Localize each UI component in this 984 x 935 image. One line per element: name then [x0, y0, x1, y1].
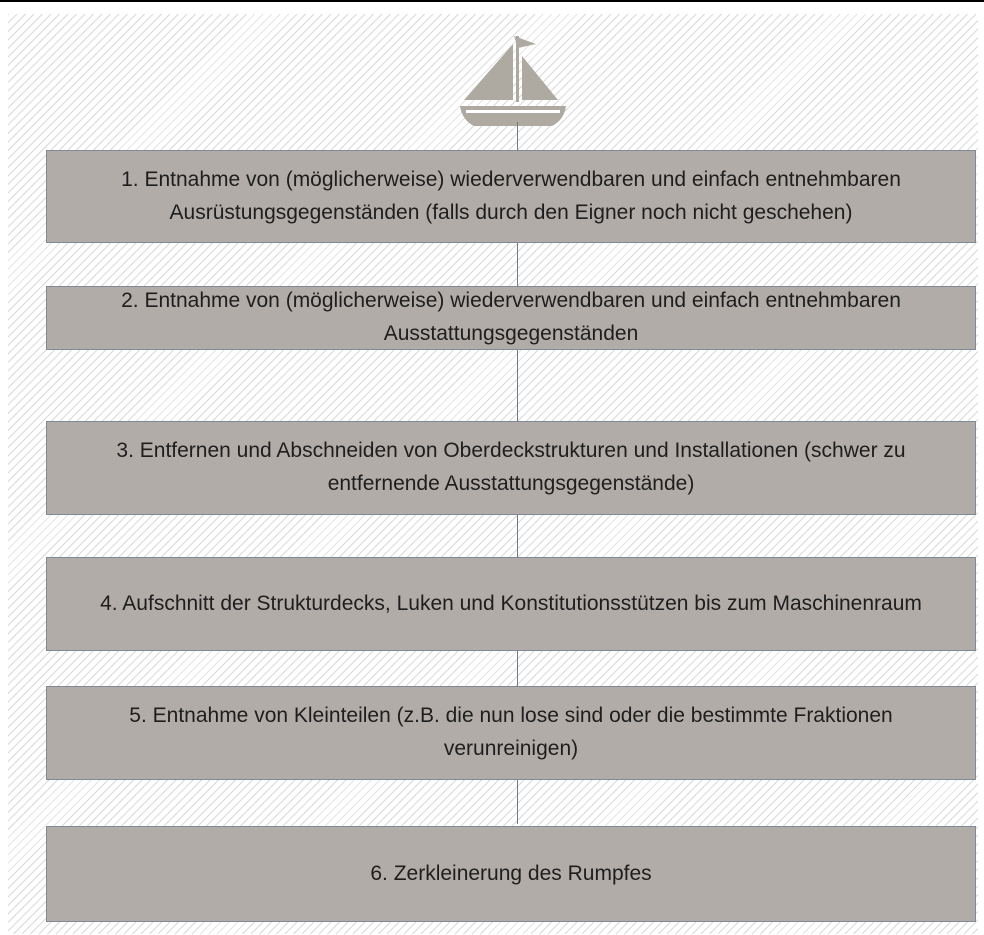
connector-3	[517, 515, 518, 557]
step-1-label: 1. Entnahme von (möglicherweise) wiederv…	[121, 167, 901, 224]
flowchart-canvas: 1. Entnahme von (möglicherweise) wiederv…	[8, 14, 978, 934]
step-6-label: 6. Zerkleinerung des Rumpfes	[370, 861, 652, 885]
step-2-label: 2. Entnahme von (möglicherweise) wiederv…	[121, 289, 901, 345]
step-4: 4. Aufschnitt der Strukturdecks, Luken u…	[46, 557, 976, 651]
top-rule	[0, 0, 984, 2]
step-3: 3. Entfernen und Abschneiden von Oberdec…	[46, 421, 976, 515]
connector-1	[517, 243, 518, 286]
step-3-label: 3. Entfernen und Abschneiden von Oberdec…	[116, 439, 906, 495]
step-5-label: 5. Entnahme von Kleinteilen (z.B. die nu…	[129, 704, 893, 760]
step-1: 1. Entnahme von (möglicherweise) wiederv…	[46, 150, 976, 243]
step-2: 2. Entnahme von (möglicherweise) wiederv…	[46, 286, 976, 350]
connector-5	[517, 780, 518, 824]
step-6: 6. Zerkleinerung des Rumpfes	[46, 826, 976, 922]
connector-0	[517, 122, 518, 150]
step-4-label: 4. Aufschnitt der Strukturdecks, Luken u…	[100, 591, 922, 615]
connector-4	[517, 651, 518, 686]
connector-2	[517, 350, 518, 421]
sailboat-icon	[460, 36, 566, 126]
step-5: 5. Entnahme von Kleinteilen (z.B. die nu…	[46, 686, 976, 780]
